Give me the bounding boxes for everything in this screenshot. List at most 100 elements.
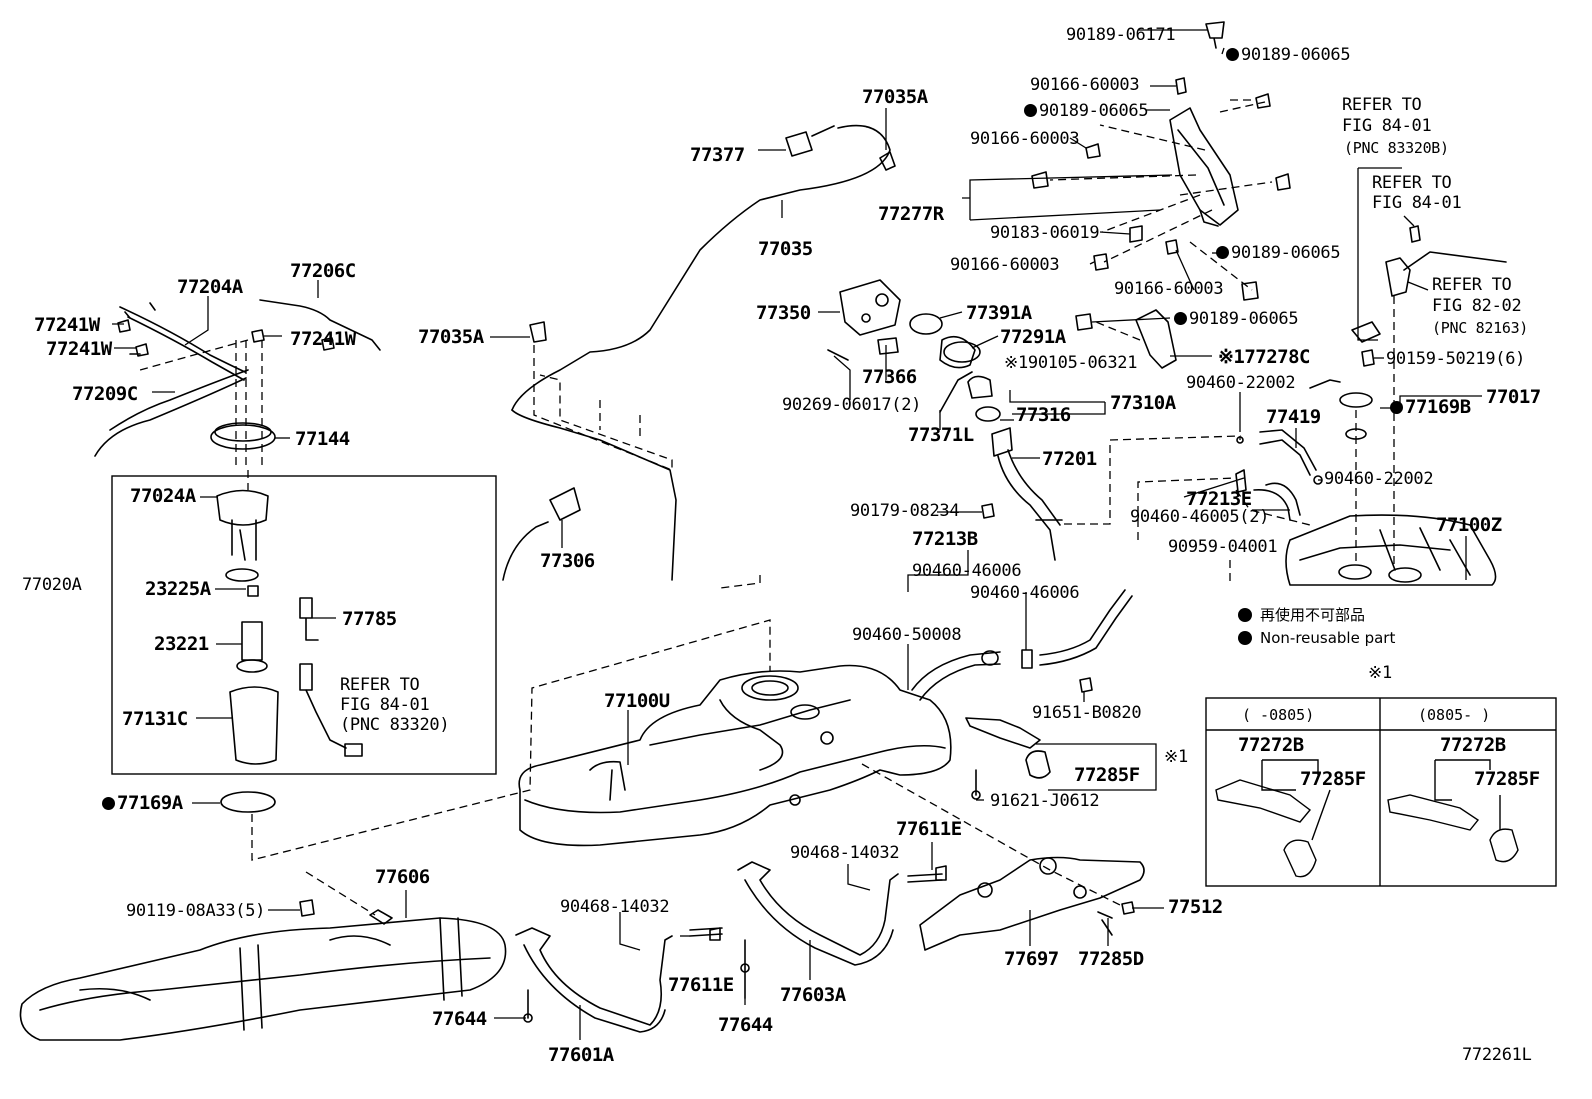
tank-protector	[19, 909, 507, 1041]
part-label-p90189-06065-b: 90189-06065	[1024, 102, 1149, 120]
part-label-p77606: 77606	[375, 866, 430, 888]
inset-left-header: ( -0805)	[1242, 706, 1315, 724]
part-label-p77377: 77377	[690, 144, 745, 166]
dashed-guide-lines	[139, 99, 1395, 916]
part-label-p90460-22002-a: 90460-22002	[1186, 373, 1296, 393]
part-label-p77241w-3: 77241W	[290, 328, 356, 350]
part-label-p77024a: 77024A	[130, 485, 196, 507]
inset-right-part-a: 77272B	[1440, 734, 1506, 756]
part-label-p77020a: 77020A	[22, 575, 82, 595]
part-label-p90166-60003-a: 90166-60003	[1030, 75, 1140, 95]
part-label-p77291a: 77291A	[1000, 326, 1066, 348]
part-label-p77785: 77785	[342, 608, 397, 630]
part-label-p77241w-2: 77241W	[46, 338, 112, 360]
part-label-p90189-06065-a: 90189-06065	[1226, 46, 1351, 64]
part-label-p190105: ※190105-06321	[1004, 353, 1138, 373]
part-label-refer-a1: REFER TO	[1342, 95, 1422, 115]
part-label-p90460-50008: 90460-50008	[852, 625, 962, 645]
part-label-p90460-46006-a: 90460-46006	[912, 561, 1022, 581]
fuel-tank-main	[518, 664, 952, 847]
part-label-p77371l: 77371L	[908, 424, 974, 446]
part-label-p91651: 91651-B0820	[1032, 703, 1142, 723]
legend-jp-text: 再使用不可部品	[1260, 606, 1366, 624]
fuel-hoses-lower	[911, 589, 1133, 701]
non-reusable-dot-icon	[1238, 608, 1252, 622]
bracket-77285f	[965, 717, 1051, 800]
part-label-p77611e-b: 77611E	[896, 818, 962, 840]
part-label-p23221: 23221	[154, 633, 209, 655]
part-label-p77213b: 77213B	[912, 528, 978, 550]
part-label-star1-ref: ※1	[1164, 747, 1188, 767]
part-label-p77209c: 77209C	[72, 383, 138, 405]
part-label-p23225a: 23225A	[145, 578, 211, 600]
part-label-p77285f: 77285F	[1074, 764, 1140, 786]
legend-en-text: Non-reusable part	[1260, 629, 1396, 647]
part-label-p90179: 90179-08234	[850, 501, 960, 521]
hose-77419	[1235, 429, 1323, 521]
part-label-p77512: 77512	[1168, 896, 1223, 918]
fuel-tubes-left	[94, 299, 381, 457]
part-label-p90166-60003-b: 90166-60003	[970, 129, 1080, 149]
part-label-refer-b1: REFER TO	[1372, 173, 1452, 193]
inset-left-part-a: 77272B	[1238, 734, 1304, 756]
breather-hose	[502, 124, 896, 581]
part-label-refer84-01-c: (PNC 83320)	[340, 715, 450, 735]
bracket-77697	[919, 856, 1145, 951]
part-label-p77017: 77017	[1486, 386, 1541, 408]
non-reusable-dot-icon	[1238, 631, 1252, 645]
part-label-p90959: 90959-04001	[1168, 537, 1278, 557]
protector-77278c	[1135, 309, 1177, 369]
part-label-p77601a: 77601A	[548, 1044, 614, 1066]
part-label-p90189-06065-d: 90189-06065	[1174, 310, 1299, 328]
part-label-p77316: 77316	[1016, 404, 1071, 426]
part-label-p77350: 77350	[756, 302, 811, 324]
filler-pipe	[991, 427, 1063, 561]
part-label-p77100u: 77100U	[604, 690, 670, 712]
part-label-p90269: 90269-06017(2)	[782, 395, 922, 415]
part-label-refer-c3: (PNC 82163)	[1432, 319, 1529, 337]
part-label-p90189-06065-c: 90189-06065	[1216, 244, 1341, 262]
part-label-p77611e-a: 77611E	[668, 974, 734, 996]
part-label-refer84-01-b: FIG 84-01	[340, 695, 430, 715]
part-label-p77277r: 77277R	[878, 203, 944, 225]
fuel-filler-cap	[827, 279, 1001, 422]
tank-straps	[515, 861, 943, 1033]
part-label-refer-c2: FIG 82-02	[1432, 296, 1522, 316]
part-label-p77391a: 77391A	[966, 302, 1032, 324]
legend-jp: 再使用不可部品	[1238, 604, 1365, 625]
part-label-p77206c: 77206C	[290, 260, 356, 282]
part-label-p77278c: ※177278C	[1218, 346, 1311, 368]
part-label-p90159: 90159-50219(6)	[1386, 349, 1526, 369]
inset-right-header: (0805- )	[1418, 706, 1491, 724]
part-label-p90189-06171: 90189-06171	[1066, 25, 1176, 45]
part-label-p77131c: 77131C	[122, 708, 188, 730]
part-label-p77285d: 77285D	[1078, 948, 1144, 970]
part-label-p90460-46005: 90460-46005(2)	[1130, 507, 1270, 527]
part-label-p77310a: 77310A	[1110, 392, 1176, 414]
part-label-p90166-60003-d: 90166-60003	[1114, 279, 1224, 299]
part-label-refer-a2: FIG 84-01	[1342, 116, 1432, 136]
part-label-p77366: 77366	[862, 366, 917, 388]
part-label-p77169a: 77169A	[102, 794, 183, 813]
part-label-p77035: 77035	[758, 238, 813, 260]
part-label-p91621: 91621-J0612	[990, 791, 1100, 811]
part-label-p90460-22002-b: 90460-22002	[1324, 469, 1434, 489]
part-label-p77241w-1: 77241W	[34, 314, 100, 336]
inset-right-part-b: 77285F	[1474, 768, 1540, 790]
part-label-p90468-b: 90468-14032	[790, 843, 900, 863]
part-label-p772261l: 772261L	[1462, 1045, 1532, 1065]
part-label-p77035a-top: 77035A	[862, 86, 928, 108]
part-label-p77201: 77201	[1042, 448, 1097, 470]
part-label-p77644-b: 77644	[718, 1014, 773, 1036]
part-label-p77697: 77697	[1004, 948, 1059, 970]
protector-77277r	[1169, 107, 1239, 227]
part-label-p90468-a: 90468-14032	[560, 897, 670, 917]
part-label-refer-a3: (PNC 83320B)	[1344, 139, 1449, 157]
part-label-refer-c1: REFER TO	[1432, 275, 1512, 295]
fuel-pump-assembly	[210, 422, 363, 813]
part-label-p90460-46006-b: 90460-46006	[970, 583, 1080, 603]
legend-en: Non-reusable part	[1238, 629, 1395, 647]
part-label-p77204a: 77204A	[177, 276, 243, 298]
part-label-p77644-a: 77644	[432, 1008, 487, 1030]
